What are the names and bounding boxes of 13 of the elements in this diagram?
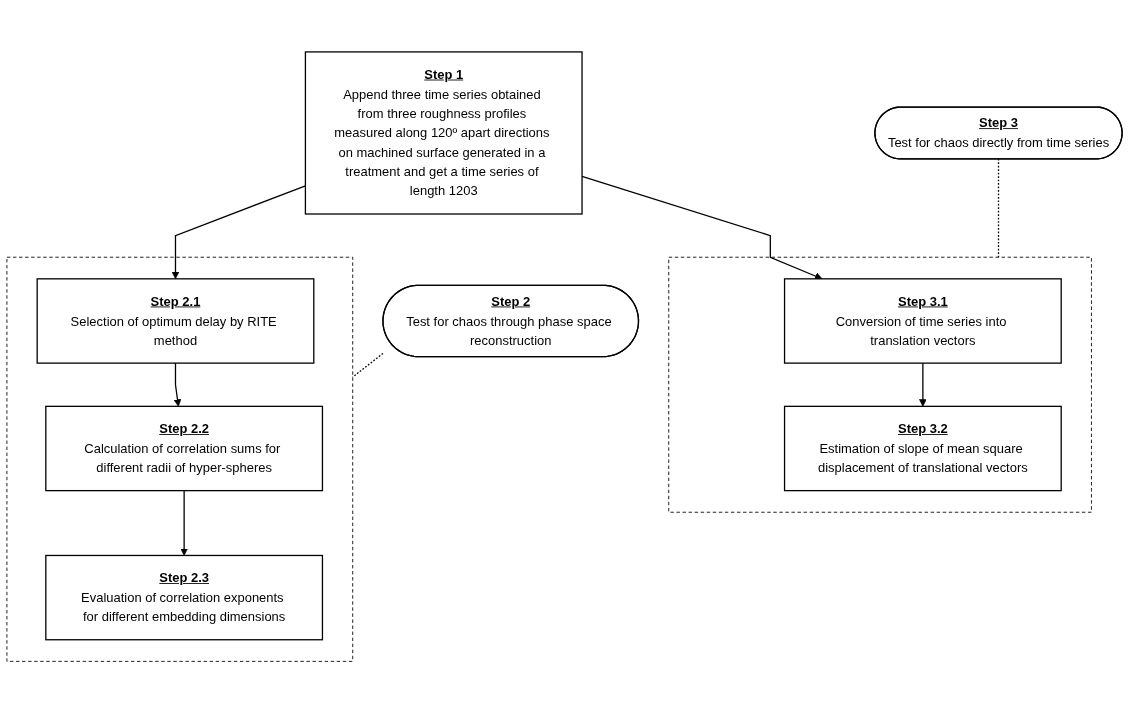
- connector: [352, 352, 384, 378]
- node-box: Step 2.2 Calculation of correlation sums for different radii of hyper-spheres: [45, 405, 324, 492]
- cluster: [6, 256, 354, 662]
- node-box: Step 1 Append three time series obtained from three roughness profiles measured along 120º apart directions on machined surface generated in a treatment and get a time series of length 1203: [304, 51, 583, 215]
- cluster: [668, 256, 1092, 513]
- node-box: Step 3.2 Estimation of slope of mean square displacement of translational vectors: [783, 405, 1062, 492]
- connector: [997, 158, 1000, 258]
- arrow: [180, 489, 188, 556]
- arrow: [919, 362, 927, 407]
- node-box: Step 2.1 Selection of optimum delay by RITE method: [36, 278, 315, 364]
- node-box: Step 2.3 Evaluation of correlation exponents for different embedding dimensions: [45, 554, 324, 641]
- arrow: [173, 362, 182, 407]
- node-box: Step 3.1 Conversion of time series into translation vectors: [783, 278, 1062, 364]
